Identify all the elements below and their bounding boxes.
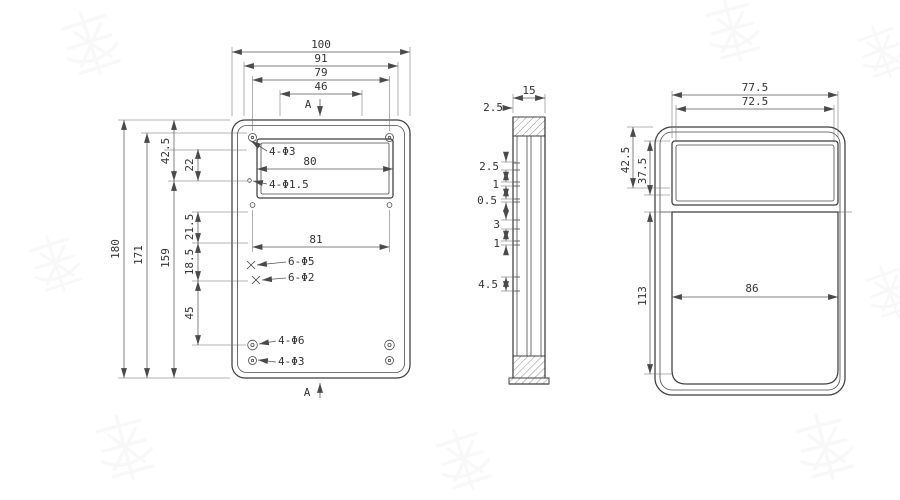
rear-part-outline [654,126,852,396]
dim-label-91: 91 [314,52,327,65]
front-view: 100 91 79 46 A A 4-Φ3 80 4-Φ1.5 81 6-Φ5 … [109,38,411,399]
front-holes [246,133,395,365]
dim-label-79: 79 [314,66,327,79]
front-extension-lines [118,47,411,379]
dim-label-46: 46 [314,80,327,93]
front-part-outline [231,119,411,379]
section-label-top: A [305,98,312,111]
side-view: 15 2.5 2.5 1 0.5 3 1 4.5 [477,84,550,385]
side-part-outline [508,116,550,385]
watermark [23,0,900,498]
dim-label-step-3: 3 [493,218,500,231]
dim-label-45: 45 [183,306,196,319]
dim-label-171: 171 [132,245,145,265]
dim-label-step-0-5: 0.5 [477,194,497,207]
dim-label-lip-2-5: 2.5 [483,101,503,114]
front-inner-outline [237,125,405,373]
front-dimension-labels: 100 91 79 46 A A 4-Φ3 80 4-Φ1.5 81 6-Φ5 … [109,38,331,399]
front-leader-lines [250,140,287,365]
hole-label-mid-inner: 6-Φ2 [288,271,315,284]
side-bottom-cap-hatch [512,355,546,379]
hole-label-small: 4-Φ1.5 [269,178,309,191]
dim-label-180: 180 [109,239,122,259]
dim-label-step-1a: 1 [492,178,499,191]
dim-label-15: 15 [522,84,535,97]
dim-label-21-5: 21.5 [183,214,196,241]
rear-outer-outline [654,126,846,396]
dim-label-81: 81 [309,233,322,246]
dim-label-step-4-5: 4.5 [478,278,498,291]
dim-label-rear-42-5: 42.5 [619,147,632,174]
dim-label-86: 86 [745,282,758,295]
dim-label-159: 159 [159,248,172,268]
dim-label-113: 113 [636,286,649,306]
dim-label-72-5: 72.5 [742,95,769,108]
rear-lower-panel [671,211,839,385]
hole-label-boss: 4-Φ6 [278,334,305,347]
dim-label-42-5: 42.5 [159,138,172,165]
side-dimension-lines [502,95,545,291]
dim-label-step-2-5: 2.5 [479,160,499,173]
side-bottom-flange-hatch [508,377,550,385]
rear-view: 77.5 72.5 42.5 37.5 113 86 [619,81,852,396]
hole-label-corner-top: 4-Φ3 [269,145,296,158]
rear-inner-outline [659,131,841,391]
dim-label-22: 22 [183,158,196,171]
rear-window-outer [671,140,839,206]
hole-label-mid-outer: 6-Φ5 [288,255,315,268]
dim-label-18-5: 18.5 [183,249,196,276]
rear-window-inner [675,144,835,202]
section-label-bottom: A [304,386,311,399]
side-dimension-labels: 15 2.5 2.5 1 0.5 3 1 4.5 [477,84,536,291]
dim-label-80: 80 [303,155,316,168]
front-outer-outline [231,119,411,379]
rear-dimension-labels: 77.5 72.5 42.5 37.5 113 86 [619,81,768,306]
hole-label-corner-bottom: 4-Φ3 [278,355,305,368]
front-dimension-lines [121,49,410,398]
dim-label-100: 100 [311,38,331,51]
rear-dimension-lines [630,92,838,374]
dim-label-step-1b: 1 [493,237,500,250]
side-top-cap-hatch [512,116,546,137]
dim-label-rear-37-5: 37.5 [636,158,649,185]
dim-label-77-5: 77.5 [742,81,769,94]
